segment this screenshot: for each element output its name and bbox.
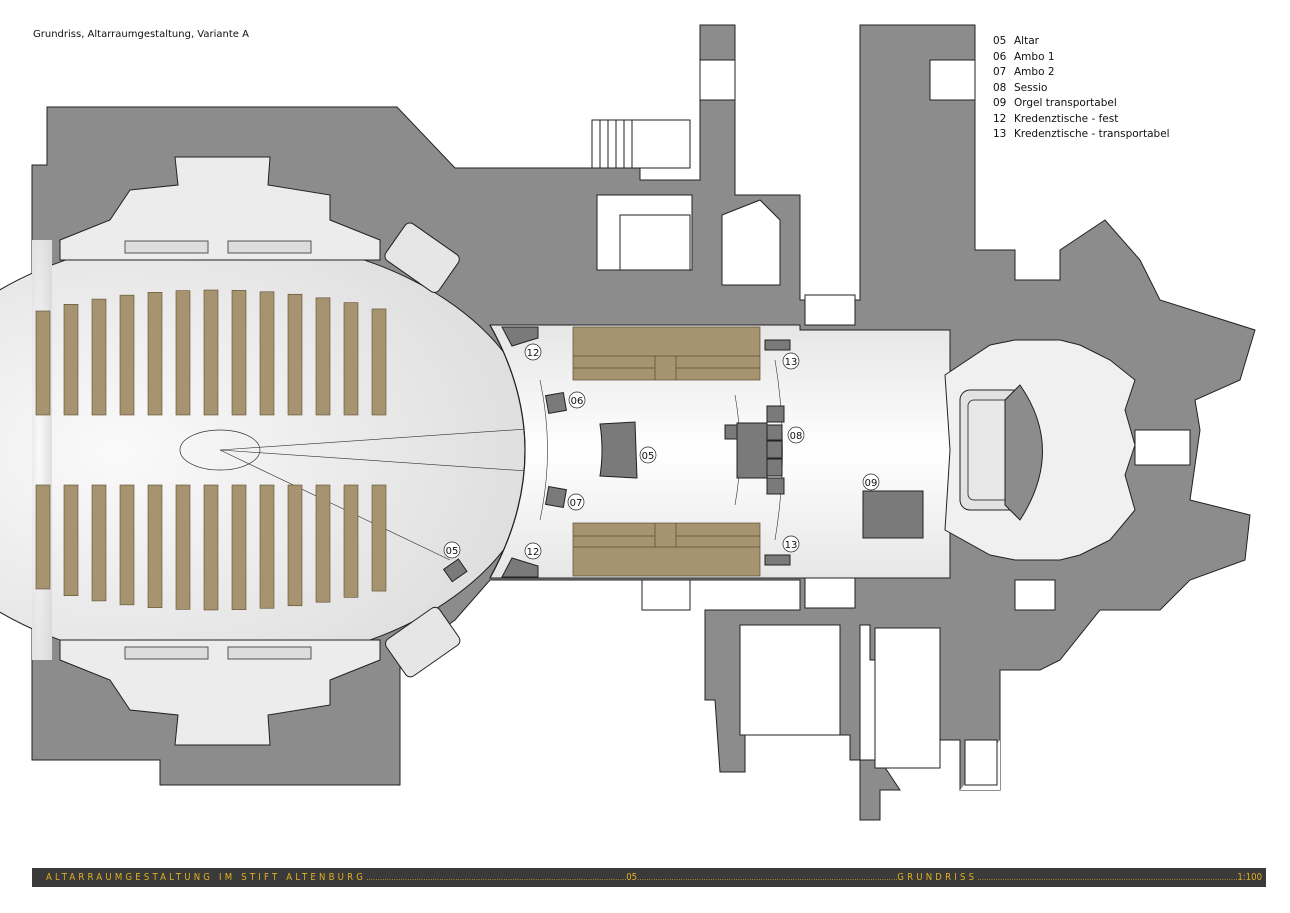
label-kredenz-fest-top: 12 (527, 348, 540, 359)
pew (119, 294, 135, 416)
scale: 1:100 (1237, 872, 1263, 883)
legend: 05 Altar 06 Ambo 1 07 Ambo 2 08 Sessio 09 Org… (993, 34, 1170, 143)
project-name: ALTARRAUMGESTALTUNG IM STIFT ALTENBURG (46, 872, 367, 883)
legend-num: 09 (993, 97, 1007, 109)
ambo-1 (544, 391, 568, 415)
pew (343, 484, 359, 598)
legend-item: 12 Kredenztische - fest (993, 112, 1170, 128)
legend-item: 07 Ambo 2 (993, 65, 1170, 81)
label-altar: 05 (642, 451, 655, 462)
pew (147, 484, 163, 608)
pew (35, 310, 51, 416)
legend-num: 08 (993, 81, 1007, 94)
pew (259, 291, 275, 416)
legend-label: Kredenztische - fest (1014, 112, 1119, 125)
sheet-number: 05 (626, 872, 638, 883)
legend-item: 13 Kredenztische - transportabel (993, 127, 1170, 143)
leader-dots: ........................................… (637, 873, 897, 882)
pew (287, 293, 303, 416)
pew (91, 298, 107, 416)
kredenz-fest-bottom (501, 557, 539, 578)
pew (35, 484, 51, 590)
label-sessio: 08 (790, 431, 803, 442)
kredenz-trans-bottom (764, 554, 791, 566)
pew (91, 484, 107, 602)
leader-dots: ........................................… (366, 873, 626, 882)
side-altar (442, 558, 468, 583)
legend-label: Orgel transportabel (1014, 97, 1117, 109)
altar (599, 421, 638, 479)
pew (371, 484, 387, 592)
pew (287, 484, 303, 607)
pew (231, 290, 247, 416)
legend-label: Kredenztische - transportabel (1014, 128, 1170, 140)
legend-num: 13 (993, 128, 1007, 140)
title-block: ALTARRAUMGESTALTUNG IM STIFT ALTENBURG .… (32, 868, 1266, 887)
pew (343, 302, 359, 416)
pew (315, 484, 331, 603)
legend-item: 06 Ambo 1 (993, 50, 1170, 66)
legend-label: Ambo 2 (1014, 66, 1055, 78)
pew (63, 304, 79, 416)
pew (231, 484, 247, 610)
liturgical-furniture (442, 326, 924, 583)
pew (259, 484, 275, 609)
pew (371, 308, 387, 416)
apse (944, 339, 1191, 561)
sessio (724, 405, 785, 495)
legend-item: 08 Sessio (993, 81, 1170, 97)
label-kredenz-trans-bottom: 13 (785, 540, 798, 551)
kredenz-fest-top (501, 326, 539, 347)
label-orgel: 09 (865, 478, 878, 489)
legend-num: 12 (993, 112, 1007, 125)
pew (203, 484, 219, 611)
label-ambo-2: 07 (570, 498, 583, 509)
legend-label: Sessio (1014, 81, 1048, 94)
chancel-floor (489, 294, 951, 609)
label-kredenz-fest-bottom: 12 (527, 547, 540, 558)
pew (175, 290, 191, 416)
legend-num: 07 (993, 66, 1007, 78)
pew (175, 484, 191, 610)
nave-pews (35, 289, 387, 611)
pew (203, 289, 219, 416)
annex-rooms (591, 59, 1056, 786)
legend-label: Ambo 1 (1014, 50, 1055, 63)
orgel (862, 490, 924, 539)
label-kredenz-trans-top: 13 (785, 357, 798, 368)
choir-stalls (572, 326, 761, 577)
sheet-section: GRUNDRISS (897, 872, 978, 883)
kredenz-trans-top (764, 339, 791, 351)
plan-labels: 05 06 07 08 09 12 12 13 13 05 (443, 343, 880, 560)
stairs (591, 119, 691, 169)
pew (63, 484, 79, 596)
label-ambo-1: 06 (571, 396, 584, 407)
pew (315, 297, 331, 416)
ambo-2 (544, 485, 568, 509)
legend-label: Altar (1014, 35, 1039, 47)
legend-num: 06 (993, 50, 1007, 63)
legend-num: 05 (993, 35, 1007, 47)
legend-item: 05 Altar (993, 34, 1170, 50)
label-side-altar: 05 (446, 546, 459, 557)
drawing-title: Grundriss, Altarraumgestaltung, Variante… (33, 29, 249, 40)
leader-dots: ........................................… (977, 873, 1238, 882)
pew (119, 484, 135, 606)
legend-item: 09 Orgel transportabel (993, 96, 1170, 112)
pew (147, 292, 163, 416)
nave-floor (0, 156, 601, 746)
